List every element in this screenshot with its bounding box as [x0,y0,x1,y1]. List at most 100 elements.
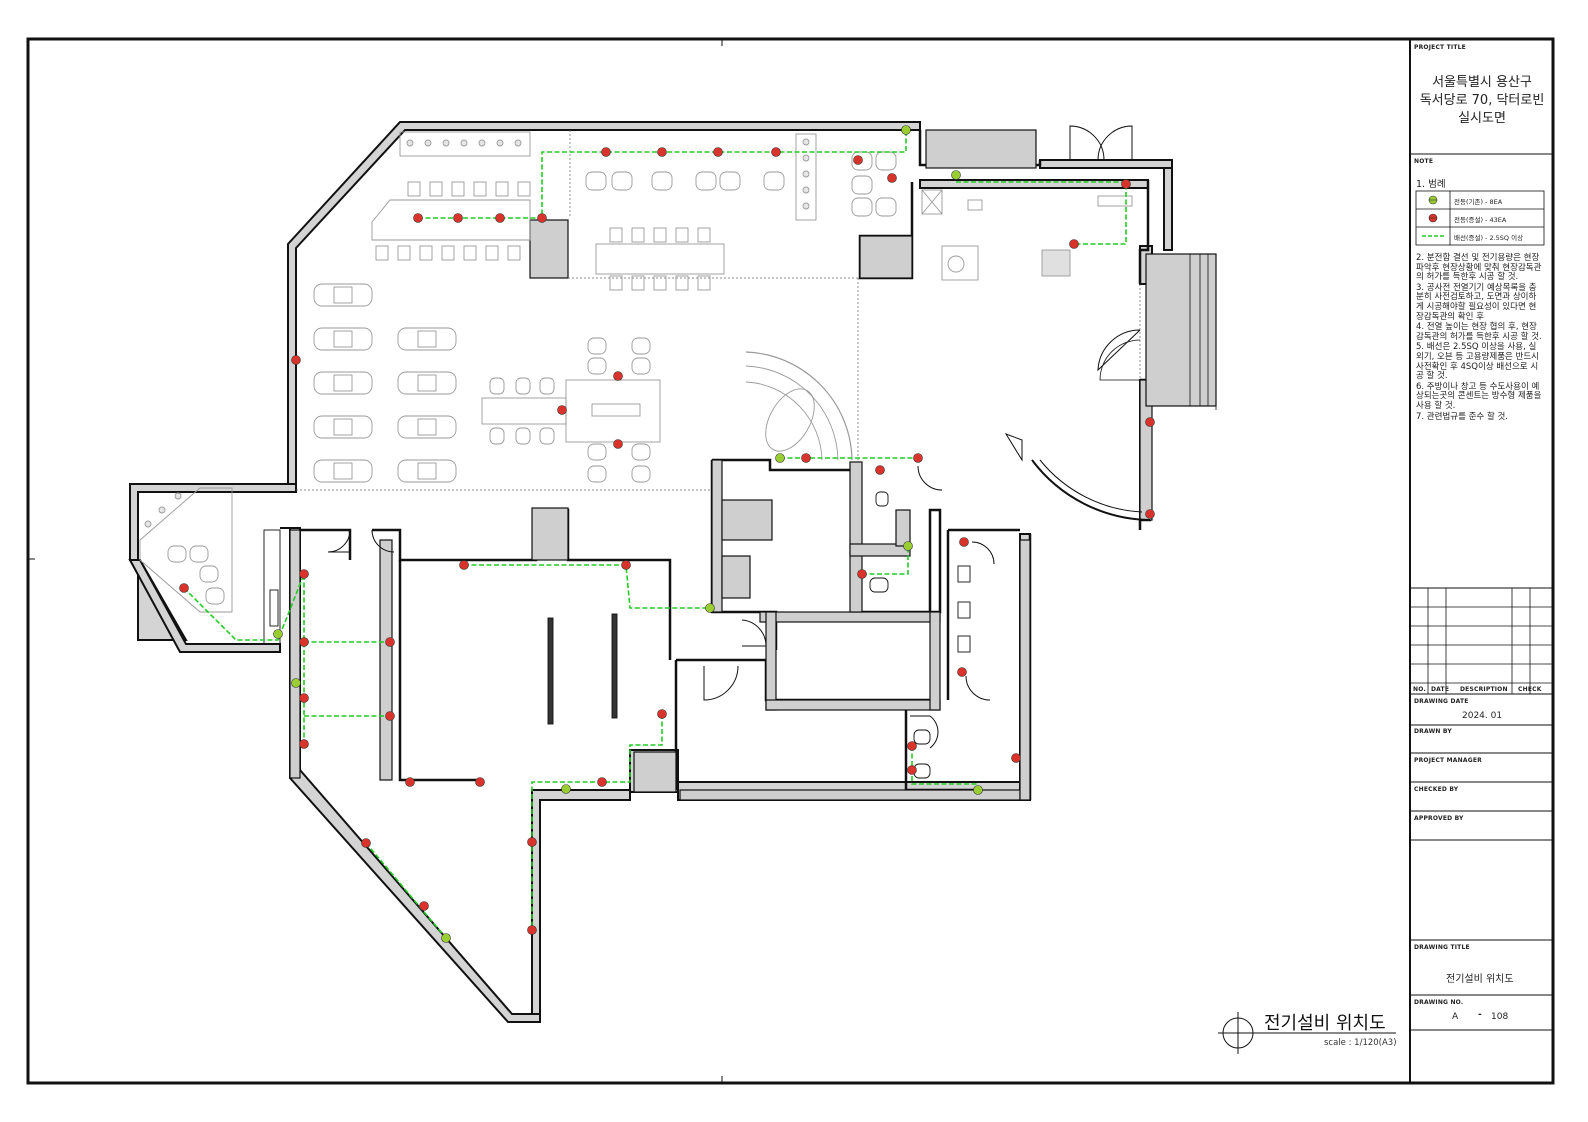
legend-heading: 1. 범례 [1416,179,1446,190]
drawn-by-label: DRAWN BY [1414,728,1452,735]
existing-outlet-icon [901,125,911,135]
plan-title: 전기설비 위치도 [1264,1013,1386,1034]
sheet-border [26,37,1555,1085]
new-outlet-icon [853,155,863,165]
new-outlet-icon [1121,179,1131,189]
new-outlet-icon [453,213,463,223]
new-outlet-icon [597,777,607,787]
new-outlet-icon [907,765,917,775]
project-title-line: 독서당로 70, 닥터로빈 [1419,93,1545,108]
new-outlet-icon [771,147,781,157]
new-outlet-icon [405,777,415,787]
existing-outlet-icon [775,453,785,463]
new-outlet-icon [613,371,623,381]
new-outlet-icon [459,560,469,570]
notes-list: 2. 분전함 결선 및 전기용량은 현장파악후 현장상황에 맞춰 현장감독관의 … [1416,253,1542,423]
project-title: 서울특별시 용산구 독서당로 70, 닥터로빈 실시도면 [1414,74,1550,128]
plan-title-symbol [1218,1012,1396,1054]
new-outlet-icon [475,777,485,787]
new-outlet-icon [887,173,897,183]
new-outlet-icon [913,453,923,463]
floor-plan [128,121,1396,1054]
drawing-date-label: DRAWING DATE [1414,698,1469,705]
new-outlet-icon [959,537,969,547]
note-item: 3. 공사전 전열기기 예상목록을 충분히 사전검토하고, 도면과 상이하게 시… [1416,282,1537,322]
new-outlet-icon [419,901,429,911]
new-outlet-icon [907,741,917,751]
drawing-no-dash: - [1478,1010,1482,1020]
new-outlet-icon [179,583,189,593]
new-outlet-icon [875,465,885,475]
checked-by-label: CHECKED BY [1414,786,1459,793]
project-manager-label: PROJECT MANAGER [1414,757,1482,764]
note-item: 5. 배선은 2.5SQ 이상을 사용, 실외기, 오븐 등 고용량제품은 반드… [1416,342,1539,382]
new-outlet-icon [527,925,537,935]
existing-outlet-icon [441,933,451,943]
drawing-no-prefix: A [1452,1012,1459,1022]
existing-outlet-icon [705,603,715,613]
new-outlet-icon [1069,239,1079,249]
outlets [179,125,1155,943]
zone-lines [296,130,1141,491]
new-outlet-icon [1145,417,1155,427]
rev-header-description: DESCRIPTION [1460,686,1508,693]
rev-header-no: NO. [1413,686,1426,693]
legend-existing-label: 전등(기존) - 8EA [1454,198,1503,206]
exterior-walls [128,121,1173,1023]
new-outlet-icon [621,560,631,570]
new-outlet-icon [299,739,309,749]
note-item: 6. 주방이나 창고 등 수도사용이 예상되는곳의 콘센트는 방수형 제품을 사… [1416,381,1542,411]
legend-symbols [1422,195,1446,237]
drawing-title: 전기설비 위치도 [1446,974,1514,985]
drawing-no-label: DRAWING NO. [1414,999,1464,1006]
new-outlet-icon [537,213,547,223]
new-outlet-icon [657,709,667,719]
project-title-label: PROJECT TITLE [1414,44,1466,51]
new-outlet-icon [385,637,395,647]
new-outlet-icon [299,637,309,647]
new-outlet-icon [601,147,611,157]
grey-partitions [289,129,1217,801]
plan-scale: scale : 1/120(A3) [1324,1038,1397,1048]
doors [327,125,1141,749]
note-item: 7. 관련법규를 준수 할 것. [1416,411,1509,422]
title-block [1409,38,1554,1084]
new-outlet-icon [495,213,505,223]
new-outlet-icon [657,147,667,157]
new-outlet-icon [299,693,309,703]
drawing-title-label: DRAWING TITLE [1414,944,1470,951]
note-item: 2. 분전함 결선 및 전기용량은 현장파악후 현장상황에 맞춰 현장감독관의 … [1416,253,1542,283]
drawing-date: 2024. 01 [1462,711,1503,721]
legend-new-label: 전등(증설) - 43EA [1454,216,1507,224]
new-outlet-icon [613,439,623,449]
new-outlet-icon [299,569,309,579]
new-outlet-icon [1011,753,1021,763]
legend-box [1415,190,1545,246]
furniture [139,131,1217,779]
new-outlet-icon [1145,509,1155,519]
new-outlet-icon [385,711,395,721]
legend-wiring-label: 배선(증설) - 2.5SQ 이상 [1454,234,1524,242]
existing-outlet-icon [291,678,301,688]
new-outlet-icon [361,838,371,848]
new-outlet-icon [801,453,811,463]
notes-label: NOTE [1414,158,1434,165]
existing-outlet-icon [973,785,983,795]
rev-header-date: DATE [1431,686,1450,693]
project-title-line: 서울특별시 용산구 [1432,75,1532,90]
new-outlet-icon [713,147,723,157]
note-item: 4. 전열 높이는 현장 협의 후, 현장감독관의 허가를 득한후 시공 할 것… [1416,322,1542,342]
approved-by-label: APPROVED BY [1414,815,1464,822]
rev-header-check: CHECK [1518,686,1542,693]
new-outlet-icon [857,569,867,579]
new-outlet-icon [957,667,967,677]
project-title-line: 실시도면 [1458,111,1506,126]
existing-outlet-icon [273,629,283,639]
new-outlet-icon [291,355,301,365]
new-outlet-icon [557,405,567,415]
existing-outlet-icon [951,170,961,180]
new-outlet-icon [413,213,423,223]
existing-outlet-icon [903,541,913,551]
existing-outlet-icon [561,784,571,794]
